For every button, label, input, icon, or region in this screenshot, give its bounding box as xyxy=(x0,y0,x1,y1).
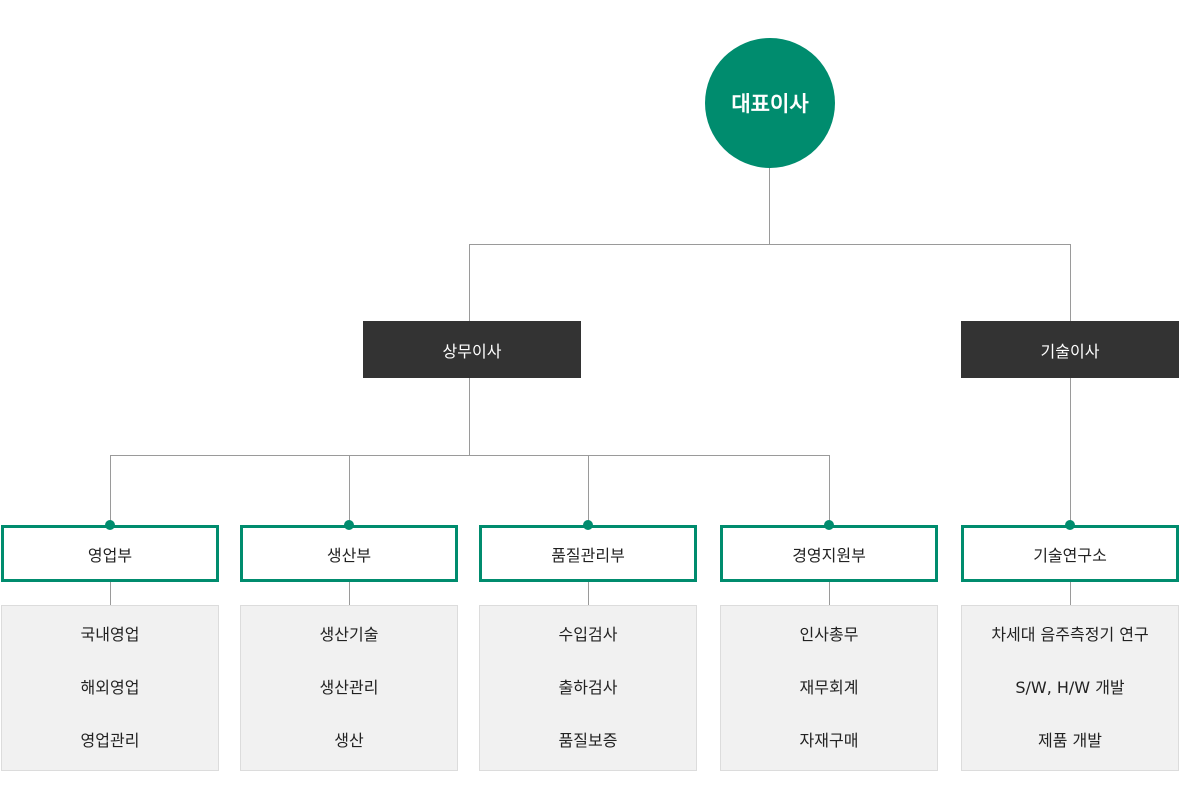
connector-directors-horizontal xyxy=(469,244,1071,245)
connector-dot xyxy=(583,520,593,530)
sub-list-sales: 국내영업 해외영업 영업관리 xyxy=(1,605,219,771)
sub-list-production: 생산기술 생산관리 생산 xyxy=(240,605,458,771)
connector-dept-1-subs xyxy=(110,582,111,605)
ceo-node: 대표이사 xyxy=(705,38,835,168)
dept-label: 품질관리부 xyxy=(551,545,625,565)
dept-node-quality: 품질관리부 xyxy=(479,520,697,582)
dept-label: 생산부 xyxy=(326,545,372,565)
dept-label: 영업부 xyxy=(87,545,133,565)
connector-dept-3-subs xyxy=(588,582,589,605)
connector-dot xyxy=(105,520,115,530)
sub-item: 영업관리 xyxy=(80,731,140,751)
sub-item: 국내영업 xyxy=(80,624,140,644)
dept-node-sales: 영업부 xyxy=(1,520,219,582)
ceo-label: 대표이사 xyxy=(731,92,809,116)
connector-to-dept-4 xyxy=(829,455,830,525)
connector-dept-4-subs xyxy=(829,582,830,605)
sub-item: 수입검사 xyxy=(558,624,618,644)
director-node-gisul: 기술이사 xyxy=(961,321,1179,378)
sub-item: 생산 xyxy=(334,731,364,751)
connector-to-sangmu xyxy=(469,244,470,321)
sub-item: 차세대 음주측정기 연구 xyxy=(991,624,1149,644)
connector-dot xyxy=(1065,520,1075,530)
dept-node-management: 경영지원부 xyxy=(720,520,938,582)
dept-label: 기술연구소 xyxy=(1033,545,1107,565)
director-node-sangmu: 상무이사 xyxy=(363,321,581,378)
connector-dept-2-subs xyxy=(349,582,350,605)
connector-gisul-down xyxy=(1070,378,1071,525)
sub-item: 해외영업 xyxy=(80,677,140,697)
sub-list-management: 인사총무 재무회계 자재구매 xyxy=(720,605,938,771)
connector-depts-horizontal xyxy=(110,455,830,456)
dept-node-production: 생산부 xyxy=(240,520,458,582)
sub-list-research: 차세대 음주측정기 연구 S/W, H/W 개발 제품 개발 xyxy=(961,605,1179,771)
sub-list-quality: 수입검사 출하검사 품질보증 xyxy=(479,605,697,771)
sub-item: 출하검사 xyxy=(558,677,618,697)
sub-item: 생산관리 xyxy=(319,677,379,697)
connector-dot xyxy=(824,520,834,530)
director-label: 기술이사 xyxy=(1040,341,1100,361)
director-label: 상무이사 xyxy=(442,341,502,361)
connector-to-dept-2 xyxy=(349,455,350,525)
connector-to-dept-3 xyxy=(588,455,589,525)
connector-dot xyxy=(344,520,354,530)
sub-item: 제품 개발 xyxy=(1038,731,1102,751)
connector-dept-5-subs xyxy=(1070,582,1071,605)
connector-sangmu-down xyxy=(469,378,470,455)
sub-item: 생산기술 xyxy=(319,624,379,644)
sub-item: 자재구매 xyxy=(799,731,859,751)
connector-to-dept-1 xyxy=(110,455,111,525)
connector-ceo-down xyxy=(769,168,770,244)
sub-item: S/W, H/W 개발 xyxy=(1015,677,1125,697)
connector-to-gisul xyxy=(1070,244,1071,321)
dept-label: 경영지원부 xyxy=(792,545,866,565)
sub-item: 인사총무 xyxy=(799,624,859,644)
dept-node-research: 기술연구소 xyxy=(961,520,1179,582)
sub-item: 품질보증 xyxy=(558,731,618,751)
sub-item: 재무회계 xyxy=(799,677,859,697)
